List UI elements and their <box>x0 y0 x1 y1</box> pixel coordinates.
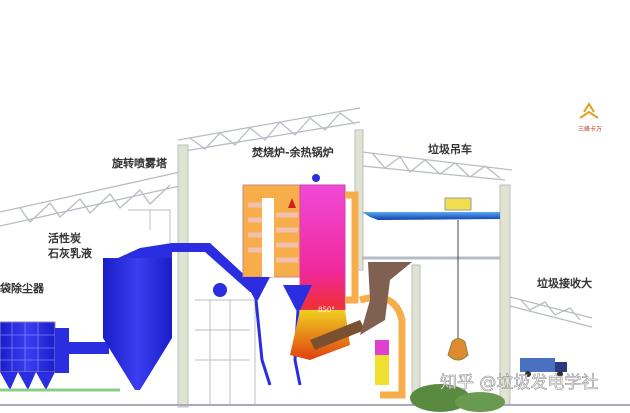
watermark: 知乎 @垃圾发电学社 <box>440 373 598 393</box>
label-bag-filter: 袋除尘器 <box>0 281 45 295</box>
temperature-label: 850° <box>318 306 335 314</box>
logo-text: 三峰卡万 <box>578 125 602 133</box>
label-receiving-hall: 垃圾接收大 <box>537 276 592 290</box>
company-logo: 三峰卡万 <box>578 102 602 133</box>
roof-trusses <box>0 107 593 328</box>
label-incinerator-boiler: 焚烧炉-余热锅炉 <box>251 145 334 159</box>
building-columns <box>0 129 630 408</box>
spray-tower <box>103 243 262 390</box>
label-garbage-crane: 垃圾吊车 <box>428 142 472 156</box>
bag-filter <box>0 321 120 392</box>
garbage-crane <box>362 197 500 361</box>
vegetation <box>410 384 505 412</box>
incinerator-boiler: 850° <box>242 174 412 399</box>
label-activated-carbon: 活性炭 <box>48 231 81 245</box>
truck <box>520 358 567 377</box>
label-spray-tower: 旋转喷雾塔 <box>111 156 168 170</box>
label-lime-slurry: 石灰乳液 <box>47 246 93 260</box>
